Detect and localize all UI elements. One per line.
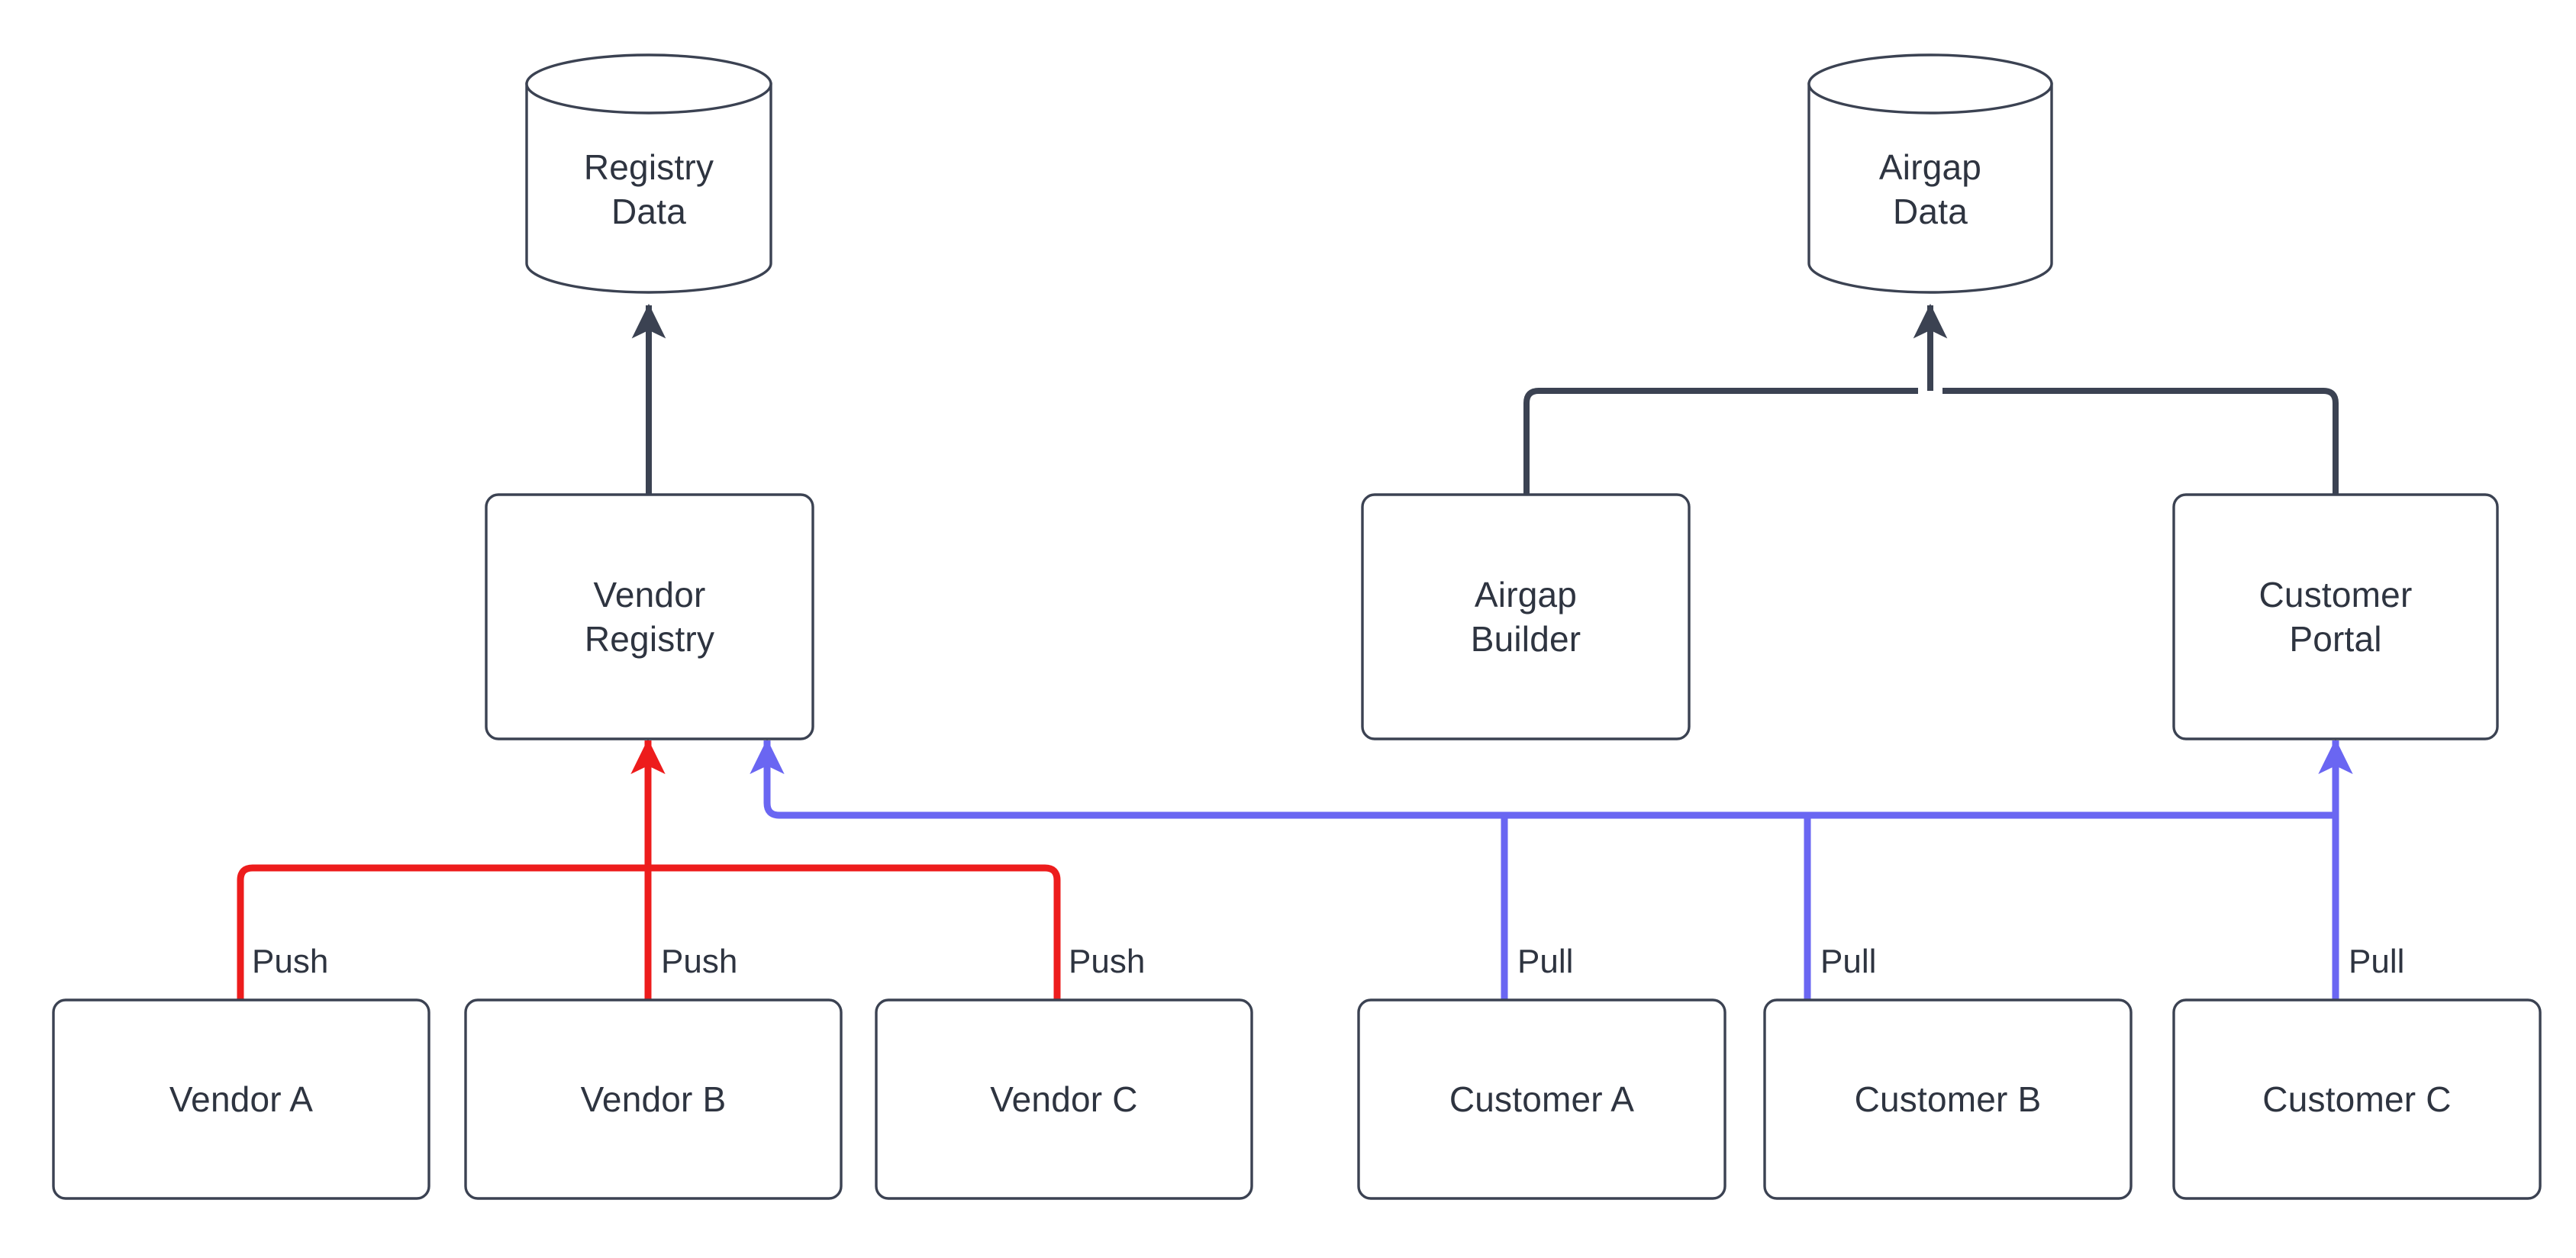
customer-b-shape[interactable] <box>1763 998 2133 1200</box>
customer-portal-shape[interactable] <box>2172 493 2499 740</box>
vendor-registry-shape[interactable] <box>485 493 814 740</box>
edge-customer-portal-to-airgap-data <box>1942 388 2339 495</box>
edge-push-vendor-c <box>648 864 1061 1002</box>
edge-label-pull-customer-a: Pull <box>1517 943 1574 980</box>
edge-label-pull-customer-b: Pull <box>1820 943 1877 980</box>
airgap-data-shape[interactable] <box>1807 53 2053 294</box>
vendor-a-shape[interactable] <box>52 998 430 1200</box>
edge-label-push-vendor-a: Push <box>252 943 329 980</box>
edge-push-vendor-a <box>237 864 648 1002</box>
edge-airgap-builder-to-airgap-data <box>1523 388 1918 495</box>
customer-c-shape[interactable] <box>2172 998 2542 1200</box>
customer-a-shape[interactable] <box>1357 998 1726 1200</box>
airgap-builder-shape[interactable] <box>1361 493 1691 740</box>
vendor-b-shape[interactable] <box>464 998 843 1200</box>
registry-data-shape[interactable] <box>525 53 772 294</box>
edge-label-push-vendor-c: Push <box>1069 943 1146 980</box>
edge-pull-into-vendor-registry <box>750 738 2336 819</box>
edge-label-pull-customer-c: Pull <box>2349 943 2405 980</box>
vendor-c-shape[interactable] <box>875 998 1253 1200</box>
edge-label-push-vendor-b: Push <box>661 943 738 980</box>
